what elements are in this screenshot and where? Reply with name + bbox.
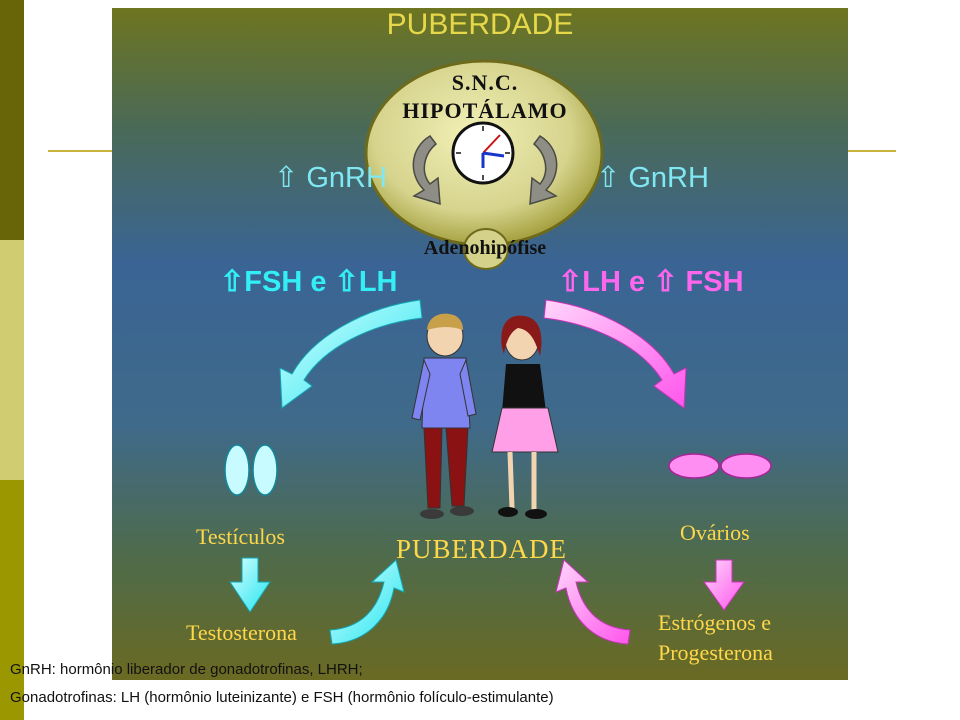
ovary-icon xyxy=(720,453,772,479)
brain-label-snc: S.N.C. xyxy=(451,70,519,95)
down-arrow-icon xyxy=(229,557,271,613)
puberty-center-label: PUBERDADE xyxy=(396,534,568,564)
curved-arrow-icon xyxy=(555,559,631,645)
progesterone-label: Progesterona xyxy=(658,640,773,665)
page-title: PUBERDADE xyxy=(386,8,574,41)
curved-arrow-icon xyxy=(329,559,405,645)
footnote-gonadotropins: Gonadotrofinas: LH (hormônio luteinizant… xyxy=(10,689,554,706)
brain-label-hypothalamus: HIPOTÁLAMO xyxy=(402,98,568,123)
gnrh-label-right: ⇧ GnRH xyxy=(596,162,709,194)
testis-icon xyxy=(224,444,250,496)
pituitary-shape xyxy=(463,228,509,270)
estrogen-label: Estrógenos e xyxy=(658,610,772,635)
curved-arrow-icon xyxy=(279,299,423,409)
diagram-panel: PUBERDADE xyxy=(112,8,848,680)
ovaries-label: Ovários xyxy=(680,520,750,545)
male-hormones-label: ⇧FSH e ⇧LH xyxy=(220,266,398,298)
divider-line-right xyxy=(848,150,896,152)
diagram-graphics xyxy=(224,59,772,645)
curved-arrow-icon xyxy=(412,135,441,206)
clock-icon xyxy=(451,121,515,185)
sidebar-block-mid xyxy=(0,480,24,720)
curved-arrow-icon xyxy=(529,135,558,206)
boy-figure xyxy=(411,313,477,519)
sidebar-block-dark xyxy=(0,0,24,240)
gnrh-label-left: ⇧ GnRH xyxy=(274,162,387,194)
footnote-gnrh: GnRH: hormônio liberador de gonadotrofin… xyxy=(10,661,363,678)
sidebar-block-light xyxy=(0,240,24,480)
female-hormones-label: ⇧LH e ⇧ FSH xyxy=(558,266,744,298)
down-arrow-icon xyxy=(703,559,745,611)
testosterone-label: Testosterona xyxy=(186,620,297,645)
testis-icon xyxy=(252,444,278,496)
curved-arrow-icon xyxy=(543,299,687,409)
testes-label: Testículos xyxy=(196,524,285,549)
ovary-icon xyxy=(668,453,720,479)
pituitary-label: Adenohipófise xyxy=(423,237,547,259)
girl-figure xyxy=(491,315,559,519)
divider-line-left xyxy=(48,150,112,152)
